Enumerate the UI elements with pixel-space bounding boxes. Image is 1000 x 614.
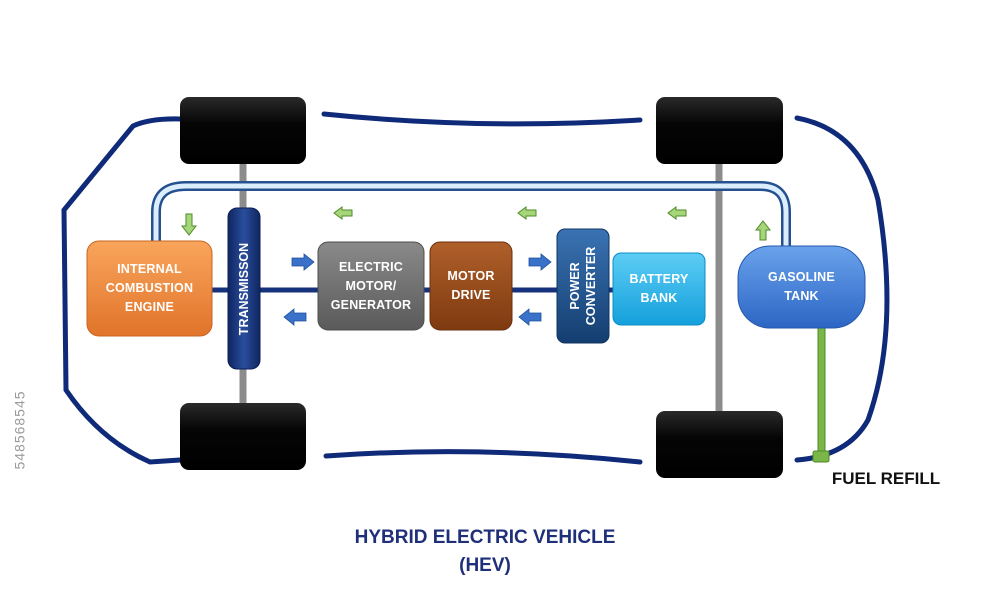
- arrow-right-icon: [528, 253, 552, 271]
- arrow-left-icon: [667, 206, 687, 220]
- wheel-front-bottom: [180, 403, 306, 470]
- energy-arrows: [283, 253, 552, 326]
- motor-generator-box: [317, 241, 425, 331]
- gas-tank-box: [737, 245, 866, 329]
- arrow-down-icon: [180, 213, 198, 236]
- arrow-left-icon: [517, 206, 537, 220]
- power-converter-box: [556, 228, 610, 344]
- transmission-box: [227, 207, 261, 370]
- chassis-top-line: [321, 111, 643, 127]
- chassis-front-curve: [61, 116, 185, 465]
- arrow-left-icon: [518, 308, 542, 326]
- fuel-line: [151, 181, 791, 246]
- wheel-front-top: [180, 97, 306, 164]
- wheel-rear-top: [656, 97, 783, 164]
- arrow-left-icon: [283, 308, 307, 326]
- wheel-rear-bottom: [656, 411, 783, 478]
- chassis-bottom-line: [323, 449, 643, 465]
- battery-box: [612, 252, 706, 326]
- refill-pipe: [812, 325, 830, 463]
- fuel-arrows: [180, 206, 772, 241]
- refill-cap: [812, 450, 830, 463]
- chassis-rear-curve: [794, 115, 890, 463]
- ice-box: [86, 240, 213, 337]
- wheels: [180, 97, 783, 478]
- chassis-outline: [61, 111, 890, 465]
- motor-drive-box: [429, 241, 513, 331]
- arrow-right-icon: [291, 253, 315, 271]
- arrow-left-icon: [333, 206, 353, 220]
- arrow-up-icon: [754, 220, 772, 241]
